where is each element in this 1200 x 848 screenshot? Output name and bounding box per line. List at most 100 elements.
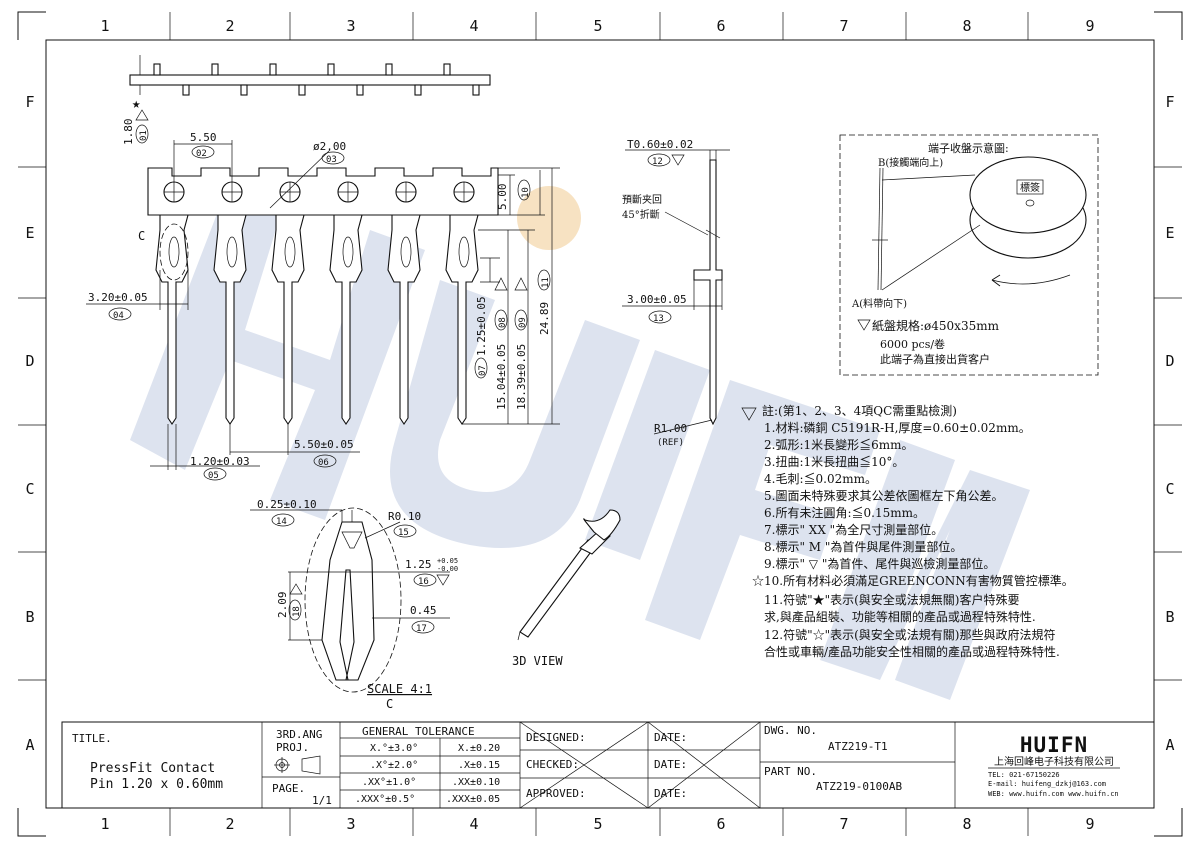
- row-letter: F: [25, 93, 34, 111]
- row-letter: B: [25, 608, 34, 626]
- dwg-label: DWG. NO.: [764, 724, 817, 737]
- balloon-08: 08: [494, 309, 508, 331]
- col-number: 2: [225, 815, 234, 833]
- row-letter: E: [25, 224, 34, 242]
- note-line: 3.扭曲:1米長扭曲≦10°。: [764, 454, 904, 469]
- side-view: T0.60±0.02 12 預斷夹回 45°折斷 3.00±0.05 13 R1…: [622, 138, 730, 448]
- note-line: 7.標示" XX "為全尺寸測量部位。: [764, 522, 943, 537]
- col-number: 9: [1085, 17, 1094, 35]
- dim-1504: 15.04±0.05: [495, 344, 508, 410]
- 3d-view-label: 3D VIEW: [512, 654, 563, 668]
- dim-209: 2.09: [276, 592, 289, 619]
- company-web: WEB: www.huifn.com www.huifn.cn: [988, 790, 1119, 798]
- reel-qty: 6000 pcs/卷: [880, 337, 945, 351]
- notes-block: 註:(第1、2、3、4項QC需重點檢測) 1.材料:磷銅 C5191R-H,厚度…: [741, 403, 1074, 659]
- row-letter: F: [1165, 93, 1174, 111]
- dim-025: 0.25±0.10: [257, 498, 317, 511]
- svg-text:01: 01: [139, 130, 149, 141]
- balloon-07: 07: [474, 357, 488, 379]
- svg-text:02: 02: [196, 149, 207, 159]
- col-number: 4: [469, 17, 478, 35]
- col-number: 3: [346, 17, 355, 35]
- dim-200: ø2.00: [313, 140, 346, 153]
- col-number: 1: [100, 17, 109, 35]
- checked-label: CHECKED:: [526, 758, 579, 771]
- tol-cell: .XX±0.10: [452, 777, 500, 788]
- top-view-strip: ★ 1.80 01: [122, 55, 491, 146]
- inspection-triangle-icon: [741, 407, 757, 421]
- tol-cell: .X°±2.0°: [370, 760, 418, 771]
- inspection-triangle-icon: [671, 154, 685, 166]
- balloon-12: 12: [647, 153, 671, 167]
- col-number: 5: [593, 17, 602, 35]
- detail-scale: SCALE 4:1: [367, 682, 432, 696]
- front-view-strip: 5.50 02 ø2.00 03 5.00 10 24.89 11 07 1.2…: [86, 131, 560, 481]
- reel-tag: 標簽: [1020, 181, 1040, 194]
- col-number: 1: [100, 815, 109, 833]
- tol-cell: .XX°±1.0°: [362, 777, 416, 788]
- balloon-13: 13: [648, 310, 672, 324]
- balloon-06: 06: [313, 454, 337, 468]
- reel-ship: 此端子為直接出貨客户: [880, 352, 990, 366]
- note-line: 6.所有未注圓角:≦0.15mm。: [764, 505, 925, 520]
- svg-text:06: 06: [318, 458, 329, 468]
- dwg-no: ATZ219-T1: [828, 740, 888, 753]
- title-line2: Pin 1.20 x 0.60mm: [90, 777, 223, 792]
- col-number: 2: [225, 17, 234, 35]
- proj-label: 3RD.ANG: [276, 728, 322, 741]
- dim-550: 5.50: [190, 131, 217, 144]
- col-number: 8: [962, 17, 971, 35]
- note-line: 4.毛刺:≦0.02mm。: [764, 471, 877, 486]
- part-label: PART NO.: [764, 765, 817, 778]
- ref-label: (REF): [657, 438, 684, 448]
- balloon-04: 04: [108, 307, 132, 321]
- dim-045: 0.45: [410, 604, 437, 617]
- dim-t060: T0.60±0.02: [627, 138, 693, 151]
- dim-125b-upper: +0.05: [437, 557, 458, 565]
- note-line: 合性或車輛/產品功能安全性相關的產品或過程特殊特性.: [764, 644, 1060, 659]
- dim-320: 3.20±0.05: [88, 291, 148, 304]
- note-line: 12.符號"☆"表示(與安全或法規有關)那些與政府法規符: [764, 627, 1056, 642]
- svg-text:11: 11: [541, 277, 551, 288]
- reel-illustration: 端子收盤示意圖: B(接觸端向上) 標簽 A(料帶向下) 紙盤規格:ø450x3…: [839, 134, 1099, 376]
- col-number: 7: [839, 815, 848, 833]
- fold-note: 45°折斷: [622, 208, 660, 221]
- svg-text:12: 12: [652, 157, 663, 167]
- balloon-09: 09: [514, 309, 528, 331]
- company-tel: TEL: 021-67150226: [988, 771, 1060, 779]
- row-letter: E: [1165, 224, 1174, 242]
- date-label: DATE:: [654, 787, 687, 800]
- svg-text:14: 14: [276, 517, 287, 527]
- row-letter: A: [1165, 736, 1174, 754]
- col-number: 6: [716, 815, 725, 833]
- svg-text:09: 09: [518, 317, 528, 328]
- dim-120: 1.20±0.03: [190, 455, 250, 468]
- detail-c-view: 0.25±0.10 14 R0.10 15 1.25 +0.05 -0.00 1…: [250, 498, 458, 711]
- projection-symbol-icon: [274, 755, 321, 775]
- balloon-16: 16: [413, 573, 437, 587]
- note-line: 8.標示" M "為首件與尾件測量部位。: [764, 539, 962, 554]
- balloon-15: 15: [393, 524, 417, 538]
- reel-spec: 紙盤規格:ø450x35mm: [872, 318, 1000, 333]
- svg-text:15: 15: [398, 528, 409, 538]
- balloon-02: 02: [191, 145, 215, 159]
- reel-b-label: B(接觸端向上): [878, 156, 943, 169]
- balloon-18: 18: [288, 599, 302, 621]
- part-no: ATZ219-0100AB: [816, 780, 902, 793]
- designed-label: DESIGNED:: [526, 731, 586, 744]
- dim-180: 1.80: [122, 119, 135, 146]
- company-email: E-mail: huifeng_dzkj@163.com: [988, 780, 1106, 788]
- col-number: 4: [469, 815, 478, 833]
- balloon-03: 03: [321, 151, 345, 165]
- tol-cell: .XXX±0.05: [446, 794, 500, 805]
- svg-text:13: 13: [653, 314, 664, 324]
- row-letter: C: [1165, 480, 1174, 498]
- tol-cell: X.°±3.0°: [370, 743, 418, 754]
- balloon-17: 17: [411, 620, 435, 634]
- note-line: 9.標示" ▽ "為首件、尾件與巡檢測量部位。: [764, 556, 995, 571]
- balloon-11: 11: [537, 269, 551, 291]
- reel-title: 端子收盤示意圖:: [928, 141, 1009, 155]
- detail-c-label: C: [138, 229, 145, 243]
- balloon-01: 01: [135, 124, 149, 144]
- tol-cell: .XXX°±0.5°: [355, 794, 415, 805]
